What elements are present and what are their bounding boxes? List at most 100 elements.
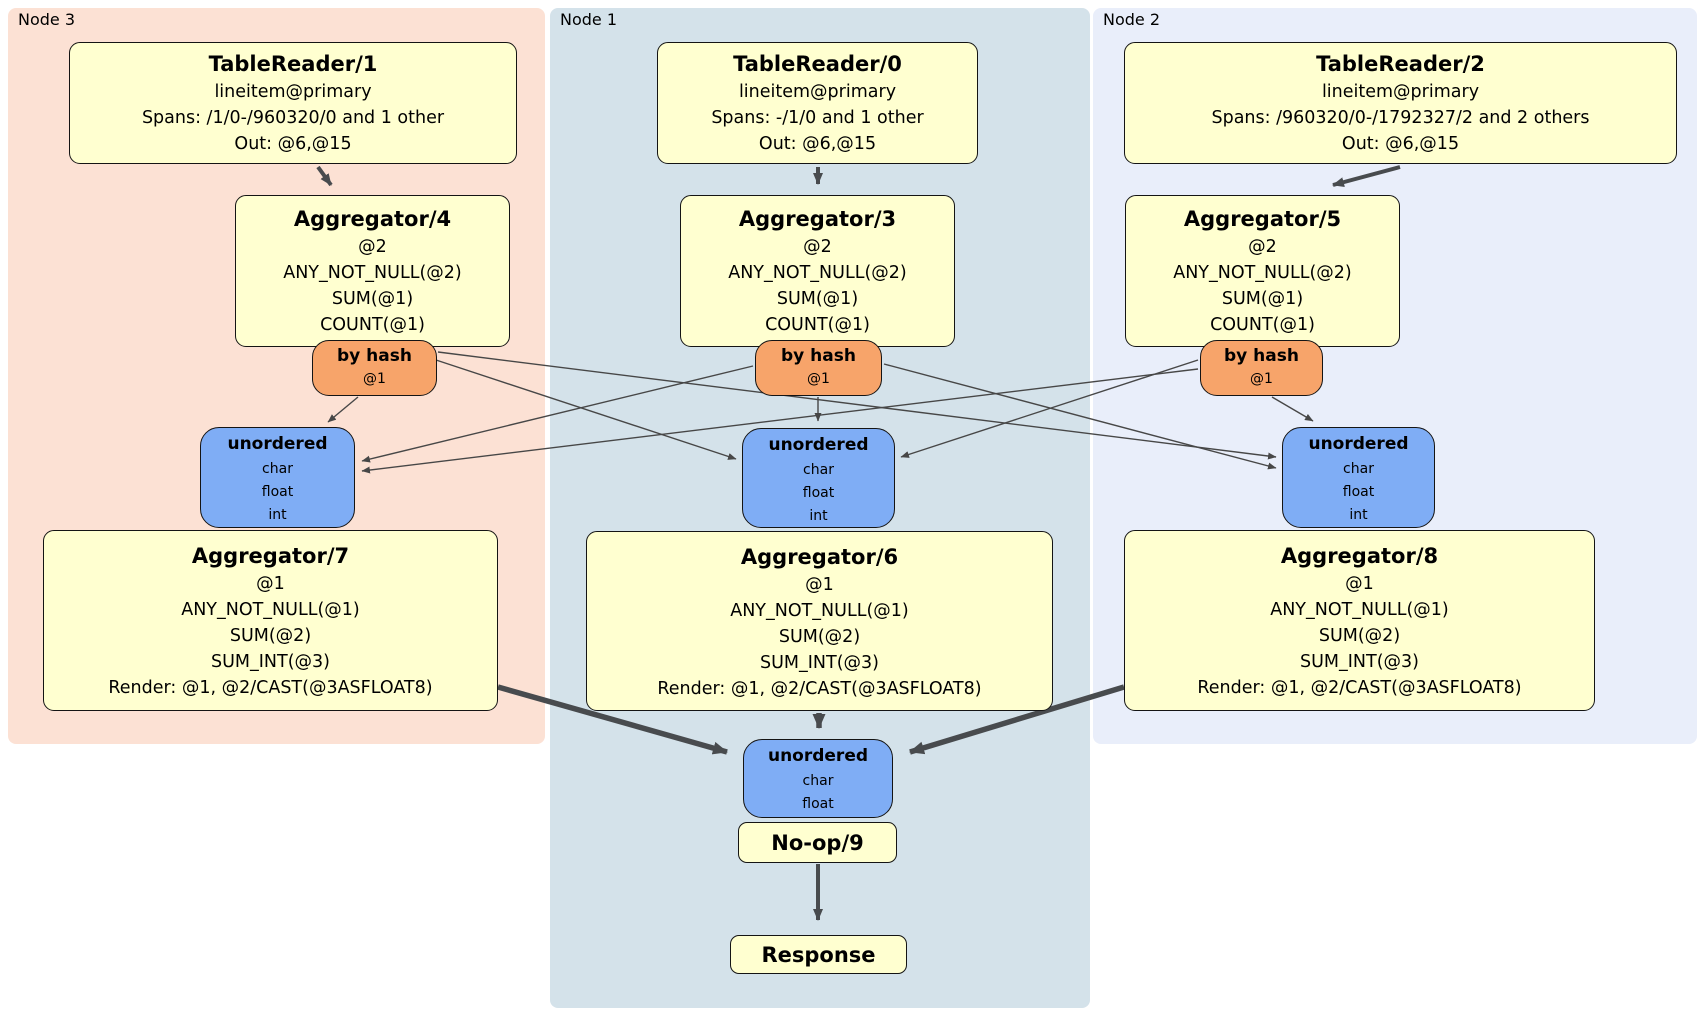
- edge-tr1-agg4: [316, 165, 333, 187]
- processor-title: TableReader/2: [1316, 52, 1485, 76]
- router-title: by hash: [1224, 346, 1299, 366]
- processor-tablereader-2: TableReader/2 lineitem@primary Spans: /9…: [1124, 42, 1677, 164]
- processor-detail: Render: @1, @2/CAST(@3ASFLOAT8): [108, 678, 433, 698]
- processor-aggregator-5: Aggregator/5 @2 ANY_NOT_NULL(@2) SUM(@1)…: [1125, 195, 1400, 347]
- sync-stream-type: char: [1343, 461, 1374, 477]
- processor-title: Response: [761, 942, 876, 967]
- processor-tablereader-0: TableReader/0 lineitem@primary Spans: -/…: [657, 42, 978, 164]
- processor-detail: Spans: -/1/0 and 1 other: [711, 108, 924, 128]
- processor-title: Aggregator/5: [1183, 207, 1342, 231]
- processor-detail: ANY_NOT_NULL(@1): [730, 601, 909, 621]
- edge-agg8-ufinal: [909, 684, 1125, 755]
- processor-detail: @1: [256, 574, 285, 594]
- processor-title: Aggregator/7: [191, 544, 350, 568]
- processor-title: No-op/9: [771, 830, 864, 855]
- processor-detail: @1: [805, 575, 834, 595]
- processor-detail: @2: [803, 237, 832, 257]
- processor-detail: ANY_NOT_NULL(@2): [1173, 263, 1352, 283]
- sync-stream-type: char: [262, 461, 293, 477]
- sync-title: unordered: [227, 434, 328, 454]
- processor-aggregator-6: Aggregator/6 @1 ANY_NOT_NULL(@1) SUM(@2)…: [586, 531, 1053, 711]
- processor-title: Aggregator/4: [293, 207, 452, 231]
- router-by-hash-node2: by hash @1: [1200, 340, 1323, 396]
- processor-aggregator-7: Aggregator/7 @1 ANY_NOT_NULL(@1) SUM(@2)…: [43, 530, 498, 711]
- processor-aggregator-4: Aggregator/4 @2 ANY_NOT_NULL(@2) SUM(@1)…: [235, 195, 510, 347]
- processor-detail: COUNT(@1): [765, 315, 870, 335]
- sync-stream-type: float: [1342, 484, 1375, 500]
- edge-bh1-u2: [883, 363, 1277, 470]
- processor-detail: SUM(@1): [331, 289, 414, 309]
- router-detail: @1: [1250, 371, 1273, 387]
- sync-stream-type: float: [802, 485, 835, 501]
- router-by-hash-node1: by hash @1: [755, 340, 882, 396]
- processor-detail: ANY_NOT_NULL(@1): [1270, 600, 1449, 620]
- region-node2-label: Node 2: [1103, 10, 1161, 29]
- processor-detail: SUM(@2): [778, 627, 861, 647]
- processor-aggregator-8: Aggregator/8 @1 ANY_NOT_NULL(@1) SUM(@2)…: [1124, 530, 1595, 711]
- processor-title: TableReader/0: [733, 52, 902, 76]
- sync-unordered-final: unordered char float: [743, 739, 893, 818]
- edge-tr2-agg5: [1332, 165, 1401, 187]
- sync-unordered-node2: unordered char float int: [1282, 427, 1435, 528]
- processor-detail: SUM(@1): [776, 289, 859, 309]
- processor-title: Aggregator/8: [1280, 544, 1439, 568]
- processor-detail: lineitem@primary: [1321, 82, 1480, 102]
- edge-bh2-u2: [1271, 396, 1314, 422]
- processor-detail: SUM_INT(@3): [211, 652, 330, 672]
- processor-title: Aggregator/6: [740, 545, 899, 569]
- processor-detail: Render: @1, @2/CAST(@3ASFLOAT8): [1197, 678, 1522, 698]
- router-detail: @1: [363, 371, 386, 387]
- processor-aggregator-3: Aggregator/3 @2 ANY_NOT_NULL(@2) SUM(@1)…: [680, 195, 955, 347]
- processor-detail: COUNT(@1): [1210, 315, 1315, 335]
- edge-bh3-u3: [327, 396, 359, 423]
- processor-title: TableReader/1: [208, 52, 378, 76]
- sync-stream-type: char: [803, 462, 834, 478]
- processor-detail: SUM_INT(@3): [1300, 652, 1419, 672]
- processor-detail: SUM_INT(@3): [760, 653, 879, 673]
- sync-stream-type: char: [802, 773, 834, 789]
- processor-detail: Out: @6,@15: [758, 134, 877, 154]
- sync-stream-type: int: [268, 507, 287, 523]
- router-detail: @1: [807, 371, 830, 387]
- sync-unordered-node3: unordered char float int: [200, 427, 355, 528]
- edge-bh1-u3: [361, 365, 754, 463]
- region-node3-label: Node 3: [18, 10, 76, 29]
- region-node1-label: Node 1: [560, 10, 618, 29]
- edge-bh2-u1: [900, 359, 1199, 458]
- sync-stream-type: int: [1349, 507, 1368, 523]
- processor-detail: ANY_NOT_NULL(@1): [181, 600, 360, 620]
- sync-title: unordered: [768, 435, 869, 455]
- sync-stream-type: int: [809, 508, 828, 524]
- sync-stream-type: float: [802, 796, 834, 812]
- processor-detail: Spans: /960320/0-/1792327/2 and 2 others: [1211, 108, 1590, 128]
- processor-detail: Render: @1, @2/CAST(@3ASFLOAT8): [657, 679, 982, 699]
- processor-detail: Out: @6,@15: [1341, 134, 1460, 154]
- router-by-hash-node3: by hash @1: [312, 340, 437, 396]
- processor-detail: @2: [1248, 237, 1277, 257]
- processor-detail: lineitem@primary: [214, 82, 372, 102]
- edge-bh2-u3: [361, 368, 1199, 474]
- processor-title: Aggregator/3: [738, 207, 897, 231]
- processor-detail: lineitem@primary: [738, 82, 897, 102]
- processor-detail: ANY_NOT_NULL(@2): [283, 263, 462, 283]
- router-title: by hash: [781, 346, 856, 366]
- edge-bh3-u1: [435, 359, 737, 460]
- edge-bh3-u2: [437, 351, 1277, 460]
- sync-unordered-node1: unordered char float int: [742, 428, 895, 528]
- processor-noop-9: No-op/9: [738, 822, 897, 863]
- sync-title: unordered: [1308, 434, 1409, 454]
- processor-detail: SUM(@2): [1318, 626, 1401, 646]
- processor-detail: Out: @6,@15: [234, 134, 352, 154]
- processor-detail: ANY_NOT_NULL(@2): [728, 263, 907, 283]
- processor-detail: Spans: /1/0-/960320/0 and 1 other: [141, 108, 445, 128]
- processor-detail: SUM(@2): [229, 626, 312, 646]
- processor-detail: SUM(@1): [1221, 289, 1304, 309]
- processor-detail: @2: [358, 237, 387, 257]
- router-title: by hash: [337, 346, 412, 366]
- processor-tablereader-1: TableReader/1 lineitem@primary Spans: /1…: [69, 42, 517, 164]
- sync-stream-type: float: [261, 484, 294, 500]
- response-node: Response: [730, 935, 907, 974]
- edge-agg7-ufinal: [497, 684, 728, 755]
